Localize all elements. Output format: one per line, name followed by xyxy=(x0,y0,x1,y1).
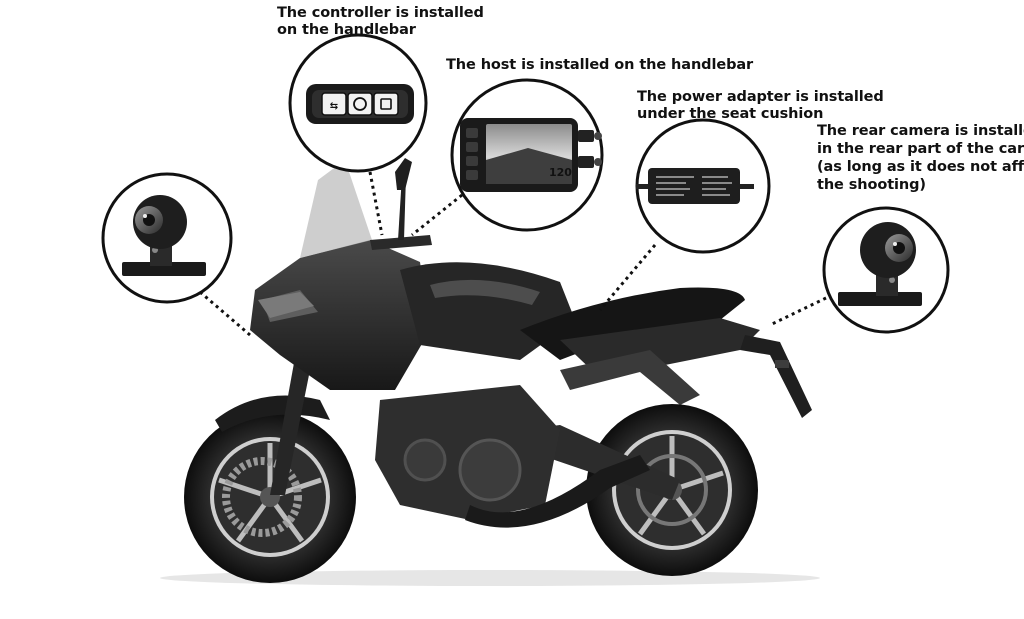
rear-frame xyxy=(560,350,700,405)
host-callout: 120 xyxy=(411,78,604,237)
controller-label-line1: The controller is installed xyxy=(277,5,484,21)
license-plate-bracket xyxy=(740,335,812,418)
front-wheel xyxy=(184,411,356,583)
front-camera-callout xyxy=(101,172,251,337)
headlight xyxy=(258,292,314,318)
motorcycle xyxy=(160,158,820,586)
rear-label-line1: The rear camera is installed xyxy=(817,123,1024,139)
windscreen xyxy=(300,160,372,258)
handlebar xyxy=(370,235,432,250)
swingarm xyxy=(520,425,680,500)
front-rear-switch-icon[interactable] xyxy=(321,92,347,116)
photo-icon[interactable] xyxy=(373,92,399,116)
host-label-line1: The host is installed on the handlebar xyxy=(446,57,754,73)
svg-text:⇆: ⇆ xyxy=(330,101,338,112)
record-icon[interactable] xyxy=(466,170,478,180)
exhaust xyxy=(465,455,650,528)
front-camera-device xyxy=(122,195,206,276)
controller-callout: ⇆ xyxy=(288,33,428,236)
power-adapter-leader xyxy=(598,244,657,311)
rear-camera-callout xyxy=(769,206,950,334)
power-adapter-label: The power adapter is installed under the… xyxy=(637,89,884,123)
power-label-line1: The power adapter is installed xyxy=(637,89,884,105)
host-device: 120 xyxy=(460,118,602,192)
front-camera-leader xyxy=(199,290,251,337)
rear-label-line2: in the rear part of the car xyxy=(817,141,1024,157)
power-label-line2: under the seat cushion xyxy=(637,106,824,122)
menu-icon[interactable] xyxy=(466,156,478,166)
mirror-stem xyxy=(398,175,406,240)
controller-device: ⇆ xyxy=(306,84,414,124)
mirror xyxy=(395,158,412,190)
controller-label: The controller is installed on the handl… xyxy=(277,5,484,39)
record-icon[interactable] xyxy=(347,92,373,116)
controller-leader xyxy=(368,171,384,236)
rear-camera-device xyxy=(838,222,922,306)
rear-camera-leader xyxy=(769,296,827,327)
camera-icon[interactable] xyxy=(466,142,478,152)
speed-readout: 120 xyxy=(549,166,572,179)
host-label: The host is installed on the handlebar xyxy=(446,57,753,74)
host-leader xyxy=(411,193,463,237)
power-icon[interactable] xyxy=(466,128,478,138)
front-fairing xyxy=(250,240,430,390)
power-adapter-device xyxy=(636,168,754,204)
controller-label-line2: on the handlebar xyxy=(277,22,416,38)
rear-label-line4: the shooting) xyxy=(817,177,926,193)
rear-label-line3: (as long as it does not affect xyxy=(817,159,1024,175)
rear-camera-label: The rear camera is installed in the rear… xyxy=(817,122,1024,194)
power-adapter-callout xyxy=(598,118,771,311)
